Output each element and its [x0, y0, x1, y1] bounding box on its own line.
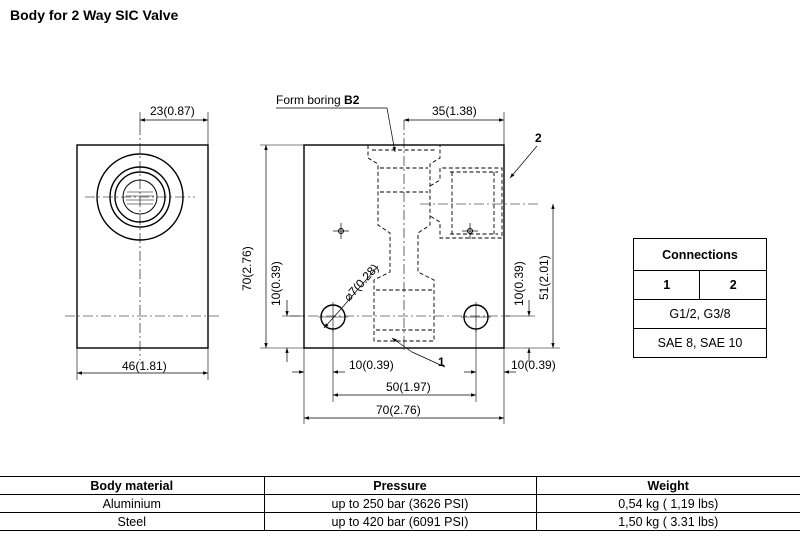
port-2-header: 2 — [699, 270, 767, 300]
connections-table: Connections 1 2 G1/2, G3/8 SAE 8, SAE 10 — [632, 238, 767, 358]
dim-width-total: 70(2.76) — [376, 403, 421, 417]
material-spec-table: Body material Pressure Weight Aluminium … — [0, 476, 800, 531]
dim-right-height: 51(2.01) — [537, 255, 551, 300]
form-boring-code: B2 — [344, 93, 360, 107]
table-row: Aluminium up to 250 bar (3626 PSI) 0,54 … — [0, 494, 800, 513]
spec-header-row: Body material Pressure Weight — [0, 476, 800, 495]
technical-drawing: 23(0.87) 46(1.81) — [65, 93, 560, 424]
dim-left-offset: 10(0.39) — [269, 261, 283, 306]
cell-material: Steel — [0, 512, 265, 531]
form-boring-hidden-lines — [367, 145, 503, 342]
dim-bottom-left-offset: 10(0.39) — [349, 358, 394, 372]
dim-bottom-right-offset: 10(0.39) — [511, 358, 556, 372]
cell-material: Aluminium — [0, 494, 265, 513]
form-boring-label: Form boring B2 — [276, 93, 360, 107]
connections-header: Connections — [633, 238, 767, 271]
connection-row: SAE 8, SAE 10 — [633, 328, 767, 358]
table-row: Steel up to 420 bar (6091 PSI) 1,50 kg (… — [0, 512, 800, 531]
port-1-header: 1 — [632, 270, 701, 300]
dim-height-total: 70(2.76) — [240, 246, 254, 291]
header-pressure: Pressure — [263, 476, 537, 495]
dim-side-top: 23(0.87) — [150, 104, 195, 118]
side-view — [65, 112, 222, 380]
dim-hole-diameter: ⌀7(0.28) — [341, 261, 382, 304]
cell-weight: 0,54 kg ( 1,19 lbs) — [535, 494, 800, 513]
cell-pressure: up to 250 bar (3626 PSI) — [263, 494, 537, 513]
cell-pressure: up to 420 bar (6091 PSI) — [263, 512, 537, 531]
connection-row: G1/2, G3/8 — [633, 299, 767, 329]
page-title: Body for 2 Way SIC Valve — [10, 7, 179, 23]
dim-hole-spacing: 50(1.97) — [386, 380, 431, 394]
dim-right-offset: 10(0.39) — [512, 261, 526, 306]
callout-port-1: 1 — [438, 355, 445, 369]
cell-weight: 1,50 kg ( 3.31 lbs) — [535, 512, 800, 531]
dim-top-right: 35(1.38) — [432, 104, 477, 118]
front-view — [290, 120, 540, 350]
header-weight: Weight — [535, 476, 800, 495]
form-boring-prefix: Form boring — [276, 93, 341, 107]
dim-side-width: 46(1.81) — [122, 359, 167, 373]
callout-port-2: 2 — [535, 131, 542, 145]
header-body-material: Body material — [0, 476, 265, 495]
